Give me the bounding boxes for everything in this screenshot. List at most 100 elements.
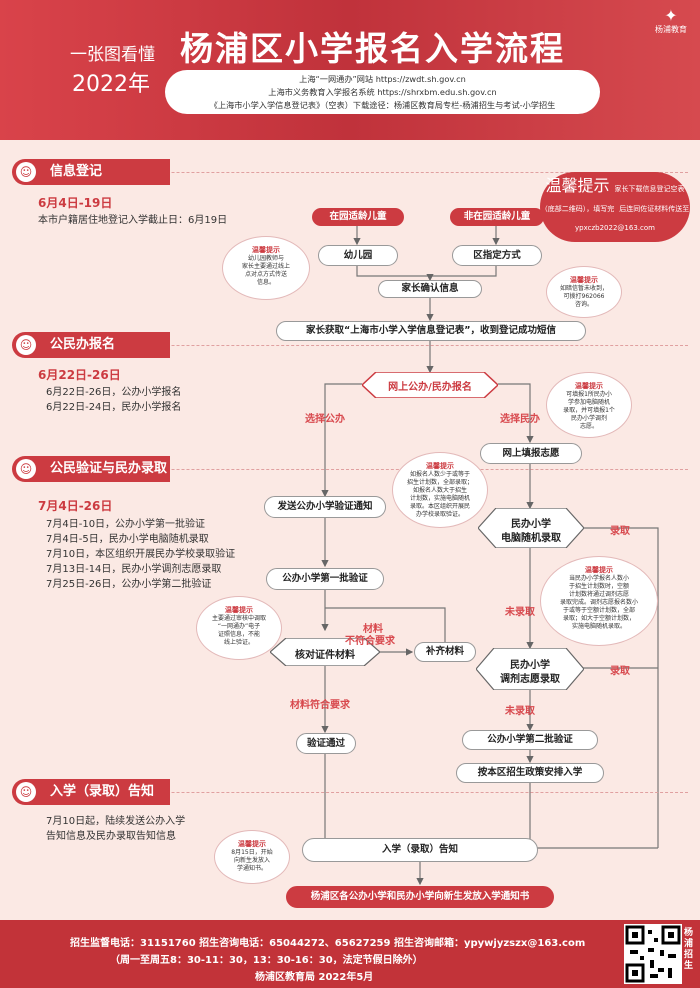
user-icon: ☺ [16,782,36,802]
notice-box: 入学（录取）告知 [302,838,538,862]
section-title: 信息登记 [50,164,103,179]
footer-issuer: 杨浦区教育局 2022年5月 [255,972,374,983]
tip-line: 志愿。 [579,423,598,430]
tip-adjust: 温馨提示 当民办小学报名人数小 于招生计划数时，空额 计划数将通过调剂志愿 录取… [540,556,658,646]
tip-private-one: 温馨提示 可填报1所民办小 学参加电脑随机 录取，并可填报1个 民办小学调剂 志… [546,372,632,438]
tip-title: 温馨提示 [252,246,280,254]
section-tab-apply: ☺公民办报名 [12,332,170,358]
admitted-label: 录取 [610,526,630,537]
in-kindergarten-box: 在园适龄儿童 [312,208,404,226]
user-icon: ☺ [16,459,36,479]
supplement-box: 补齐材料 [414,642,476,662]
tip-line: 招生计划数，全部录取； [406,479,473,486]
tip-line: 录取完成。调剂志愿报名数小 [559,599,638,606]
tip-title: 温馨提示 [426,462,454,470]
receive-sms-box: 家长获取“上海市小学入学信息登记表”，收到登记成功短信 [276,321,586,341]
tip-title: 温馨提示 [225,606,253,614]
logo-icon: ✦ [664,6,678,25]
private-adjust-line1: 民办小学 [510,660,550,671]
tip-line: （底部二维码），填写完 [540,205,615,213]
tip-line: “一网通办”电子 [217,623,261,630]
tip-line: 民办小学调剂 [570,415,607,422]
tip-title: 温馨提示 [585,566,613,574]
private-random-decision: 民办小学 电脑随机录取 [478,508,584,548]
section-tab-info-register: ☺ 信息登记 [12,159,170,185]
tip-line: 录取。本区组织开展民 [409,503,470,510]
tip-line: 主要通过审核中调取 [211,615,266,622]
tip-line: 学通知书。 [236,865,267,872]
online-apply-label: 网上公办/民办报名 [388,382,472,393]
user-icon: ☺ [16,162,36,182]
choose-public-label: 选择公办 [305,414,345,425]
public-second-box: 公办小学第二批验证 [462,730,598,750]
docs-fail-label-2: 不符合要求 [345,636,395,647]
footer-bar [0,920,700,988]
section-line: 告知信息及民办录取告知信息 [46,831,176,842]
tip-line: 如报名人数少于或等于 [409,471,470,478]
kindergarten-box: 幼儿园 [318,245,398,266]
tip-line: 8月15日，开始 [231,849,273,856]
section-tab-notice: ☺入学（录取）告知 [12,779,170,805]
header-subtitle: 一张图看懂 [70,45,155,65]
tip-line: 如暗信暂未收到， [559,285,608,292]
section-divider [12,345,688,346]
choose-private-label: 选择民办 [500,414,540,425]
tip-line: 于招生计划数时，空额 [568,583,629,590]
tip-august: 温馨提示 8月15日，开始 向新生发放入 学通知书。 [214,830,290,884]
check-docs-decision: 核对证件材料 [270,638,380,666]
section-line: 6月22日-26日，公办小学报名 [46,387,182,398]
tip-yiwang: 温馨提示 主要通过审核中调取 “一网通办”电子 证照信息，不能 线上验证。 [196,596,282,660]
private-adjust-line2: 调剂志愿录取 [500,674,560,685]
footer-contact: 招生监督电话：31151760 招生咨询电话：65044272、65627259… [70,938,586,949]
tip-line: 家长下载信息登记空表 [614,185,685,193]
user-icon: ☺ [16,335,36,355]
tip-random: 温馨提示 如报名人数少于或等于 招生计划数，全部录取； 如报名人数大于招生 计划… [392,452,488,528]
tip-line: 信息。 [256,279,275,286]
parent-confirm-box: 家长确认信息 [378,280,482,298]
section-tab-verify: ☺ 公民验证与民办录取 [12,456,170,482]
tip-line: 后连同佐证材料传送至 [619,205,690,213]
tip-line: ypxczb2022@163.com [575,224,655,232]
info-line-1: 上海“一网通办”网站 https://zwdt.sh.gov.cn [299,74,466,84]
tip-line: 幼儿园教师与 [247,255,284,262]
tip-line: 可填报1所民办小 [566,391,612,398]
footer-hours: （周一至周五8：30-11：30，13：30-16：30，法定节假日除外） [110,955,423,966]
tip-phone: 温馨提示 如暗信暂未收到， 可拨打962066 咨询。 [546,266,622,318]
tip-line: 计划数，实施电脑随机 [409,495,470,502]
header-year: 2022年 [72,72,150,97]
district-way-box: 区指定方式 [452,245,542,266]
tip-line: 计划数将通过调剂志愿 [568,591,629,598]
tip-title: 温馨提示 [575,382,603,390]
private-random-line1: 民办小学 [511,519,551,530]
section-line: 7月4日-10日，公办小学第一批验证 [46,519,206,530]
tip-line: 录取；如大于空额计划数， [562,615,635,622]
not-kindergarten-box: 非在园适龄儿童 [450,208,544,226]
tip-title: 温馨提示 [545,176,610,195]
section-date: 6月4日-19日 [38,196,113,210]
tip-line: 于或等于空额计划数，全部 [562,607,635,614]
tip-line: 点对点方式传送 [244,271,287,278]
section-line: 7月25日-26日，公办小学第二批验证 [46,579,212,590]
qr-code[interactable] [624,924,682,984]
docs-fail-label-1: 材料 [363,624,383,635]
tip-line: 如报名人数大于招生 [412,487,467,494]
tip-top-callout: 温馨提示 家长下载信息登记空表 （底部二维码），填写完 后连同佐证材料传送至 y… [540,172,690,242]
fill-wish-box: 网上填报志愿 [480,443,582,464]
section-title: 公民验证与民办录取 [50,461,168,476]
send-notice-box: 发送公办小学验证通知 [264,496,386,518]
online-apply-decision: 网上公办/民办报名 [362,372,498,398]
page-title: 杨浦区小学报名入学流程 [180,29,565,68]
not-admitted-label-2: 未录取 [505,706,535,717]
tip-line: 线上验证。 [223,639,254,646]
footer-brand: 杨浦招生 [684,928,694,971]
tip-line: 录取，并可填报1个 [563,407,615,414]
section-line: 7月10日起，陆续发送公办入学 [46,816,186,827]
tip-line: 可拨打962066 [563,293,605,300]
section-line: 本市户籍居住地登记入学截止日：6月19日 [38,215,228,226]
qr-code-icon [625,925,681,983]
verified-box: 验证通过 [296,733,356,754]
admitted-label-2: 录取 [610,666,630,677]
private-random-line2: 电脑随机录取 [501,533,561,544]
tip-line: 家长主要通过线上 [241,263,290,270]
